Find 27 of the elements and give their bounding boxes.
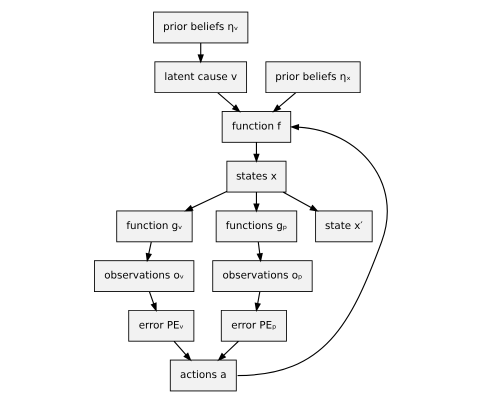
arrow bbox=[183, 191, 226, 212]
arrow bbox=[256, 242, 262, 262]
arrow bbox=[252, 142, 260, 163]
node-box: function f bbox=[221, 111, 291, 143]
node-box: functions gₚ bbox=[215, 210, 297, 242]
node-box: state x′ bbox=[314, 210, 372, 242]
node-box: states x bbox=[226, 160, 286, 192]
node-box: function gᵥ bbox=[116, 210, 192, 242]
arrow bbox=[252, 192, 260, 213]
arrow bbox=[145, 242, 152, 262]
arrow bbox=[237, 124, 388, 376]
node-box: actions a bbox=[169, 360, 236, 392]
node-box: latent cause v bbox=[154, 61, 247, 94]
arrow bbox=[216, 340, 238, 362]
node-box: prior beliefs ηₓ bbox=[264, 61, 360, 94]
arrow bbox=[173, 340, 192, 362]
node-box: observations oₚ bbox=[212, 260, 312, 292]
arrow bbox=[148, 291, 156, 312]
node-box: observations oᵥ bbox=[94, 260, 194, 292]
arrow bbox=[254, 292, 260, 312]
arrow bbox=[282, 192, 318, 212]
node-box: prior beliefs ηᵥ bbox=[152, 12, 248, 44]
arrow bbox=[216, 92, 240, 113]
node-box: error PEᵥ bbox=[128, 310, 194, 342]
node-box: error PEₚ bbox=[220, 310, 286, 342]
arrow bbox=[197, 43, 204, 64]
arrow bbox=[272, 92, 296, 113]
